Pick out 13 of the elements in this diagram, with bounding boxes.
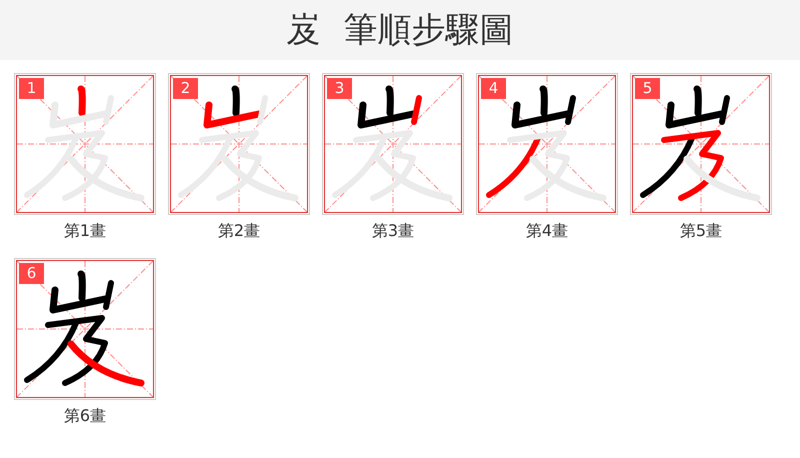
step-number: 1 [19, 78, 44, 99]
step-caption: 第4畫 [524, 221, 570, 241]
step-caption: 第3畫 [370, 221, 416, 241]
step-caption: 第6畫 [62, 406, 108, 426]
step-caption: 第1畫 [62, 221, 108, 241]
step-number: 5 [635, 78, 660, 99]
page-title: 岌 筆順步驟圖 [286, 10, 514, 50]
step-number: 3 [327, 78, 352, 99]
step-caption: 第2畫 [216, 221, 262, 241]
step-number: 4 [481, 78, 506, 99]
step-number: 6 [19, 263, 44, 284]
step-number: 2 [173, 78, 198, 99]
step-caption: 第5畫 [678, 221, 724, 241]
